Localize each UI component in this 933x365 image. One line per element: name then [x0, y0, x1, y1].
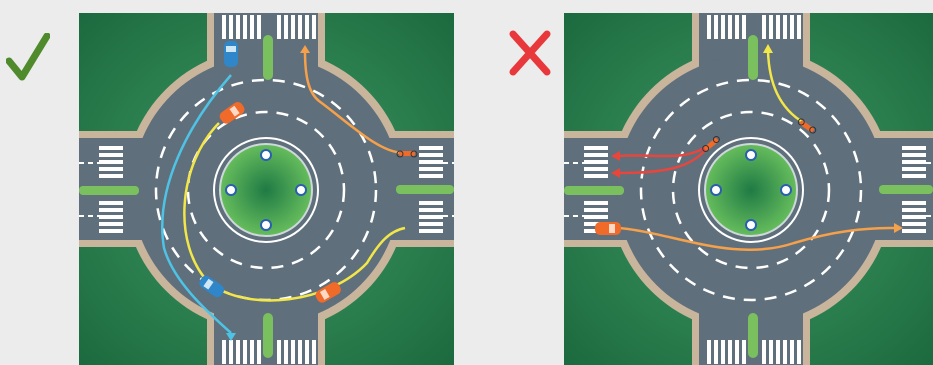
- cyclist-icon: [396, 150, 418, 158]
- orange-car-icon: [595, 222, 621, 235]
- cyclist-icon: [797, 118, 817, 134]
- yellow-car-path: [183, 122, 406, 302]
- median: [564, 35, 933, 358]
- cyclist-icon: [702, 136, 720, 152]
- blue-car-icon: [199, 275, 225, 298]
- lane-dashes-approach: [79, 162, 454, 217]
- central-island: [219, 143, 313, 237]
- yellow-cyclist-path: [766, 50, 805, 125]
- crosswalk-south: [707, 340, 801, 364]
- roundabout-incorrect-diagram: [564, 13, 933, 365]
- orange-car-icon: [315, 282, 341, 303]
- roundabout-sign-icon: [225, 149, 307, 231]
- median: [79, 35, 454, 358]
- crosswalk-east: [419, 146, 443, 233]
- lane-marking-outer: [639, 78, 863, 302]
- orange-car-icon: [219, 102, 245, 124]
- lane-marking-inner: [671, 110, 831, 270]
- cross-icon: [509, 30, 551, 76]
- roundabout-correct-diagram: [79, 13, 454, 365]
- crosswalk-west: [99, 146, 123, 233]
- crosswalk-north: [707, 15, 801, 39]
- crosswalk-south: [222, 340, 316, 364]
- crosswalk-north: [222, 15, 316, 39]
- central-island: [704, 143, 798, 237]
- lane-marking-inner: [186, 110, 346, 270]
- checkmark-icon: [6, 33, 50, 81]
- blue-car-icon: [224, 41, 238, 67]
- orange-cyclist-path: [303, 50, 405, 155]
- red-wrong-path: [618, 143, 710, 158]
- roundabout-sign-icon: [710, 149, 792, 231]
- lane-dashes-approach: [564, 162, 933, 217]
- blue-car-path: [161, 74, 232, 334]
- orange-car-path: [618, 226, 895, 251]
- red-wrong-path: [618, 144, 711, 175]
- crosswalk-east: [902, 146, 926, 233]
